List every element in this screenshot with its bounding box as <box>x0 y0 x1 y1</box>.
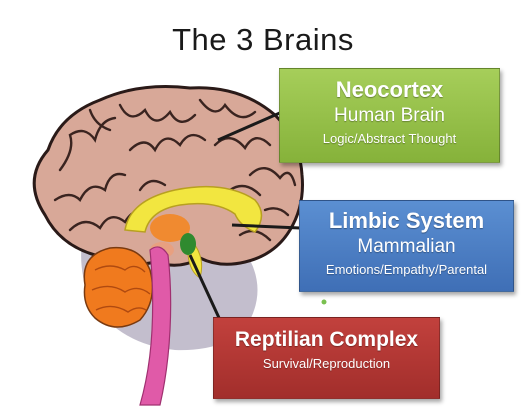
amygdala <box>180 233 196 255</box>
limbic-heading: Limbic System <box>328 208 485 233</box>
neocortex-pointer <box>217 110 283 142</box>
reptilian-description: Survival/Reproduction <box>262 356 391 371</box>
limbic-subtitle: Mammalian <box>357 236 456 257</box>
cerebellum <box>83 246 154 328</box>
reptilian-box: Reptilian Complex Survival/Reproduction <box>213 317 440 399</box>
neocortex-box: Neocortex Human Brain Logic/Abstract Tho… <box>279 68 500 163</box>
cerebellum-folds <box>91 265 151 313</box>
handle-dot <box>321 299 327 305</box>
neocortex-description: Logic/Abstract Thought <box>322 131 457 146</box>
neocortex-heading: Neocortex <box>335 77 444 102</box>
reptilian-pointer <box>188 254 222 321</box>
neocortex-subtitle: Human Brain <box>334 105 445 126</box>
limbic-box: Limbic System Mammalian Emotions/Empathy… <box>299 200 514 292</box>
limbic-arc <box>124 185 263 233</box>
diagram-title: The 3 Brains <box>172 22 354 57</box>
limbic-pointer <box>231 223 301 230</box>
thalamus <box>150 214 190 242</box>
limbic-description: Emotions/Empathy/Parental <box>325 262 488 277</box>
reptilian-heading: Reptilian Complex <box>234 328 419 351</box>
brainstem <box>139 246 172 406</box>
